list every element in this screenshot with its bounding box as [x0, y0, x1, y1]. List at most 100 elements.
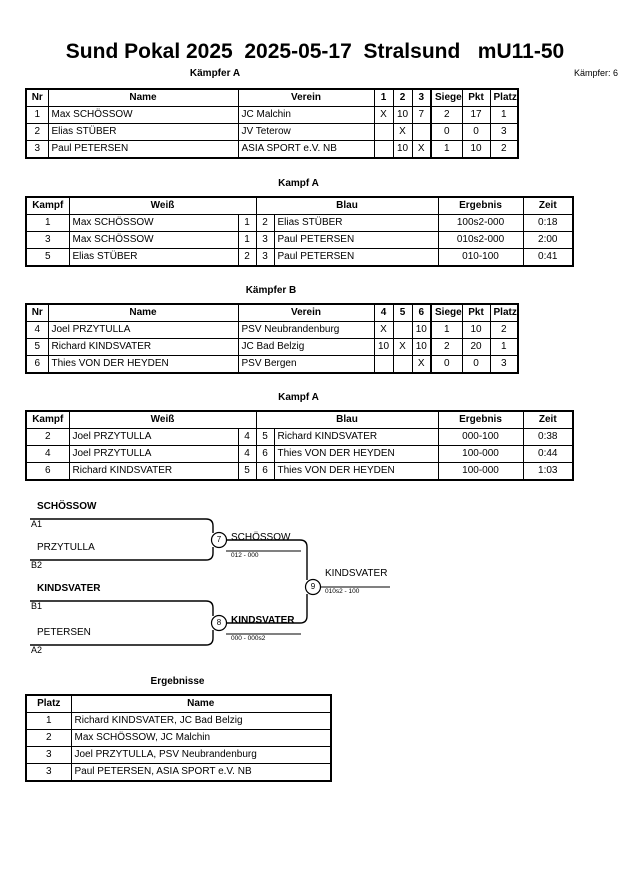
- results-caption: Ergebnisse: [150, 676, 205, 687]
- col-weiss: Weiß: [68, 196, 257, 215]
- table-header-row: Kampf Weiß Blau Ergebnis Zeit: [25, 196, 574, 215]
- cell-blau: Thies VON DER HEYDEN: [273, 462, 439, 481]
- col-ergebnis: Ergebnis: [437, 410, 524, 429]
- cell-kampf: 3: [25, 231, 70, 249]
- cell-nr-blau: 6: [255, 445, 275, 463]
- table-row: 5 Elias STÜBER 2 3 Paul PETERSEN 010-100…: [25, 248, 574, 267]
- bracket-semi2-top-seed: B1: [31, 601, 43, 611]
- page-title: Sund Pokal 2025 2025-05-17 Stralsund mU1…: [65, 40, 565, 63]
- cell-name: Paul PETERSEN, ASIA SPORT e.V. NB: [70, 763, 332, 782]
- col-weiss: Weiß: [68, 410, 257, 429]
- col-name: Name: [47, 303, 239, 322]
- cell-name: Joel PRZYTULLA: [47, 321, 239, 339]
- cell-name: Richard KINDSVATER, JC Bad Belzig: [70, 712, 332, 730]
- cell-nr-blau: 2: [255, 214, 275, 232]
- cell-nr: 4: [25, 321, 49, 339]
- col-siege: Siege: [430, 88, 463, 107]
- table-row: 3 Paul PETERSEN ASIA SPORT e.V. NB 10 X …: [25, 140, 519, 159]
- cell-m4: X: [373, 321, 394, 339]
- cell-m6: 10: [411, 338, 432, 356]
- cell-pkt: 17: [461, 106, 491, 124]
- cell-weiss: Elias STÜBER: [68, 248, 239, 267]
- cell-nr-weiss: 1: [237, 231, 257, 249]
- table-row: 5 Richard KINDSVATER JC Bad Belzig 10 X …: [25, 338, 519, 356]
- fighters-count: Kämpfer: 6: [573, 68, 618, 78]
- cell-siege: 0: [430, 355, 463, 374]
- cell-platz: 1: [489, 106, 519, 124]
- col-m6: 6: [411, 303, 432, 322]
- matches-b-caption: Kampf A: [278, 392, 319, 403]
- cell-platz: 3: [25, 746, 72, 764]
- table-row: 6 Thies VON DER HEYDEN PSV Bergen X 0 0 …: [25, 355, 519, 374]
- cell-zeit: 2:00: [522, 231, 574, 249]
- table-row: 3 Joel PRZYTULLA, PSV Neubrandenburg: [25, 746, 332, 764]
- cell-m2: 10: [392, 106, 413, 124]
- col-siege: Siege: [430, 303, 463, 322]
- bracket-semi1-bottom-name: PRZYTULLA: [37, 542, 95, 553]
- col-platz: Platz: [489, 88, 519, 107]
- matches-a-table: Kampf Weiß Blau Ergebnis Zeit 1 Max SCHÖ…: [25, 196, 575, 267]
- col-pkt: Pkt: [461, 303, 491, 322]
- col-zeit: Zeit: [522, 196, 574, 215]
- cell-platz: 2: [489, 321, 519, 339]
- cell-siege: 1: [430, 321, 463, 339]
- cell-weiss: Joel PRZYTULLA: [68, 428, 239, 446]
- cell-name: Elias STÜBER: [47, 123, 239, 141]
- table-row: 4 Joel PRZYTULLA PSV Neubrandenburg X 10…: [25, 321, 519, 339]
- cell-verein: PSV Neubrandenburg: [237, 321, 375, 339]
- cell-ergebnis: 010s2-000: [437, 231, 524, 249]
- cell-zeit: 0:18: [522, 214, 574, 232]
- cell-kampf: 5: [25, 248, 70, 267]
- cell-blau: Richard KINDSVATER: [273, 428, 439, 446]
- cell-blau: Paul PETERSEN: [273, 231, 439, 249]
- cell-ergebnis: 100-000: [437, 462, 524, 481]
- cell-weiss: Max SCHÖSSOW: [68, 214, 239, 232]
- cell-platz: 3: [25, 763, 72, 782]
- cell-nr-weiss: 4: [237, 428, 257, 446]
- cell-m1: X: [373, 106, 394, 124]
- col-kampf: Kampf: [25, 196, 70, 215]
- cell-zeit: 0:38: [522, 428, 574, 446]
- cell-m6: 10: [411, 321, 432, 339]
- col-zeit: Zeit: [522, 410, 574, 429]
- col-m2: 2: [392, 88, 413, 107]
- cell-m2: 10: [392, 140, 413, 159]
- cell-m5: [392, 321, 413, 339]
- cell-name: Thies VON DER HEYDEN: [47, 355, 239, 374]
- cell-blau: Thies VON DER HEYDEN: [273, 445, 439, 463]
- bracket-semi2-bottom-seed: A2: [31, 645, 43, 655]
- cell-m3: X: [411, 140, 432, 159]
- col-platz: Platz: [25, 694, 72, 713]
- table-row: 1 Richard KINDSVATER, JC Bad Belzig: [25, 712, 332, 730]
- col-name: Name: [70, 694, 332, 713]
- matches-b-table: Kampf Weiß Blau Ergebnis Zeit 2 Joel PRZ…: [25, 410, 575, 481]
- cell-m3: 7: [411, 106, 432, 124]
- cell-m1: [373, 140, 394, 159]
- table-header-row: Nr Name Verein 4 5 6 Siege Pkt Platz: [25, 303, 519, 322]
- cell-verein: PSV Bergen: [237, 355, 375, 374]
- cell-kampf: 1: [25, 214, 70, 232]
- bracket-semi1-bottom-seed: B2: [31, 560, 43, 570]
- table-row: 2 Joel PRZYTULLA 4 5 Richard KINDSVATER …: [25, 428, 574, 446]
- cell-siege: 0: [430, 123, 463, 141]
- col-name: Name: [47, 88, 239, 107]
- cell-platz: 2: [25, 729, 72, 747]
- cell-siege: 1: [430, 140, 463, 159]
- cell-m4: 10: [373, 338, 394, 356]
- table-header-row: Nr Name Verein 1 2 3 Siege Pkt Platz: [25, 88, 519, 107]
- cell-verein: JC Malchin: [237, 106, 375, 124]
- bracket-match-number-7: 7: [216, 535, 222, 544]
- cell-nr-weiss: 2: [237, 248, 257, 267]
- results-table: Platz Name 1 Richard KINDSVATER, JC Bad …: [25, 694, 332, 782]
- cell-ergebnis: 010-100: [437, 248, 524, 267]
- cell-platz: 1: [489, 338, 519, 356]
- cell-weiss: Joel PRZYTULLA: [68, 445, 239, 463]
- cell-nr-weiss: 1: [237, 214, 257, 232]
- pool-a-table: Nr Name Verein 1 2 3 Siege Pkt Platz 1 M…: [25, 88, 519, 159]
- table-row: 4 Joel PRZYTULLA 4 6 Thies VON DER HEYDE…: [25, 445, 574, 463]
- table-row: 2 Elias STÜBER JV Teterow X 0 0 3: [25, 123, 519, 141]
- cell-nr: 6: [25, 355, 49, 374]
- col-m4: 4: [373, 303, 394, 322]
- col-blau: Blau: [255, 196, 439, 215]
- cell-m3: [411, 123, 432, 141]
